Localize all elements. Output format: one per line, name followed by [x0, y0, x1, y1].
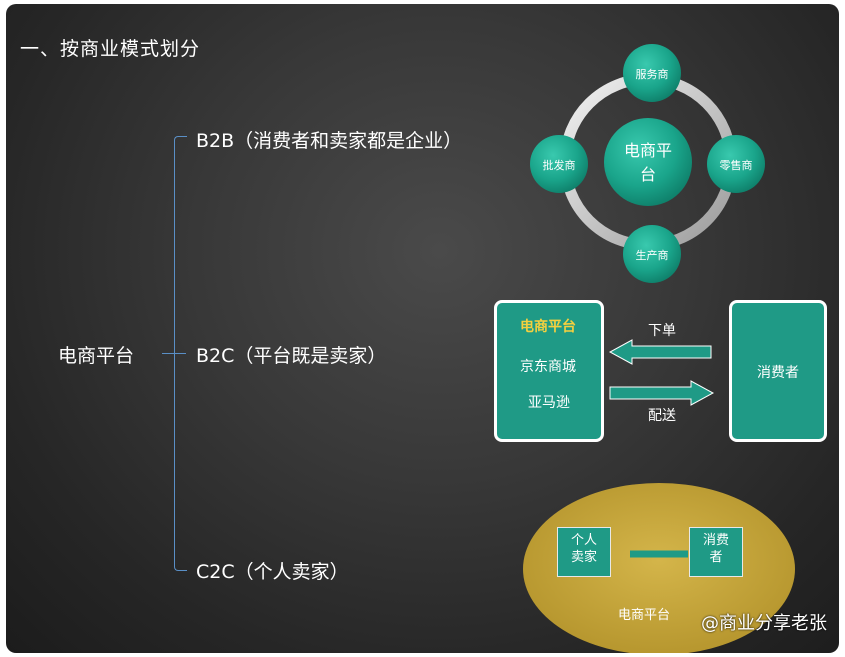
- b2c-platform-item-amazon: 亚马逊: [528, 395, 570, 411]
- tree-branch-b2b: B2B（消费者和卖家都是企业）: [196, 130, 463, 152]
- delivery-label: 配送: [648, 408, 676, 424]
- ecosystem-center-node: 电商平 台: [604, 118, 692, 206]
- slide-heading: 一、按商业模式划分: [20, 38, 201, 60]
- ecosystem-diagram: 电商平 台 服务商 批发商 零售商 生产商: [523, 44, 795, 653]
- ecosystem-node-right: 零售商: [707, 135, 765, 193]
- tree-root-connector: [162, 353, 174, 354]
- ecosystem-node-left: 批发商: [530, 135, 588, 193]
- slide: 一、按商业模式划分 电商平台 B2B（消费者和卖家都是企业） B2C（平台既是卖…: [6, 4, 839, 653]
- b2c-platform-box: [494, 300, 604, 442]
- delivery-arrow: [609, 380, 715, 406]
- watermark: @商业分享老张: [701, 613, 827, 634]
- c2c-consumer-line1: 消费: [702, 533, 729, 548]
- b2c-consumer-box: [729, 300, 827, 442]
- center-label-line1: 电商平: [624, 141, 672, 160]
- node-bottom-label: 生产商: [636, 248, 669, 262]
- ecosystem-node-bottom: 生产商: [623, 225, 681, 283]
- center-label-line2: 台: [640, 165, 656, 184]
- c2c-seller-box: 个人 卖家: [557, 527, 611, 577]
- node-right-label: 零售商: [720, 158, 753, 172]
- ecosystem-node-top: 服务商: [623, 44, 681, 102]
- c2c-platform-label: 电商平台: [618, 608, 671, 623]
- tree-branch-c2c: C2C（个人卖家）: [196, 561, 349, 583]
- b2c-consumer-label: 消费者: [757, 365, 799, 381]
- c2c-consumer-line2: 者: [709, 550, 723, 565]
- c2c-platform-ellipse: [523, 483, 795, 653]
- b2c-platform-title: 电商平台: [520, 319, 576, 335]
- node-top-label: 服务商: [636, 67, 669, 81]
- c2c-consumer-box: 消费 者: [689, 527, 743, 577]
- order-label: 下单: [648, 323, 676, 339]
- c2c-seller-line1: 个人: [570, 533, 597, 548]
- node-left-label: 批发商: [543, 158, 576, 172]
- order-arrow: [608, 339, 712, 365]
- c2c-seller-line2: 卖家: [570, 550, 597, 565]
- b2c-platform-item-jd: 京东商城: [520, 359, 576, 375]
- tree-middle-tick: [174, 353, 186, 354]
- tree-root: 电商平台: [58, 345, 135, 367]
- tree-branch-b2c: B2C（平台既是卖家）: [196, 345, 387, 367]
